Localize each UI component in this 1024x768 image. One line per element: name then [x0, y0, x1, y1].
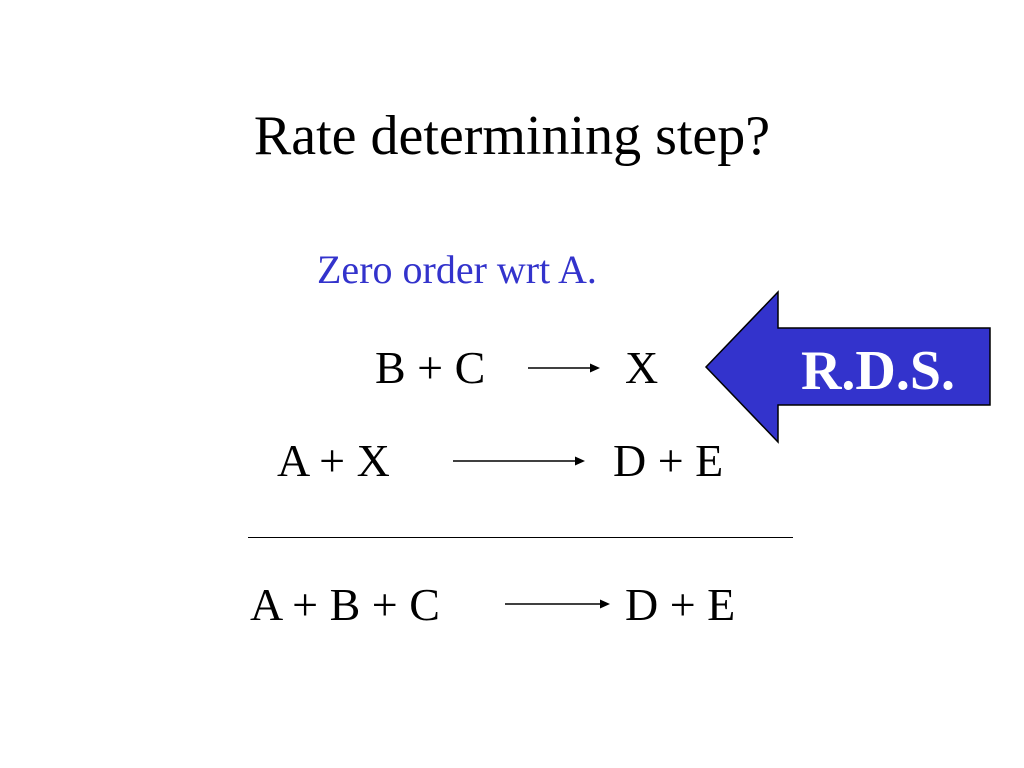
rds-label: R.D.S.	[800, 340, 956, 402]
overall-products: D + E	[625, 579, 736, 630]
step1-reactants: B + C	[375, 342, 486, 393]
step2-reaction-arrow	[453, 456, 585, 466]
overall-reaction-arrow	[505, 599, 610, 609]
subtitle-zero-order: Zero order wrt A.	[317, 247, 597, 292]
overall-reactants: A + B + C	[250, 579, 440, 630]
step1-reaction-arrow	[528, 363, 600, 373]
rds-arrow-shape	[704, 290, 991, 444]
slide-title: Rate determining step?	[253, 105, 771, 167]
step2-reactants: A + X	[277, 435, 390, 486]
summation-divider	[248, 537, 793, 538]
step2-products: D + E	[613, 435, 724, 486]
step1-products: X	[625, 342, 659, 393]
